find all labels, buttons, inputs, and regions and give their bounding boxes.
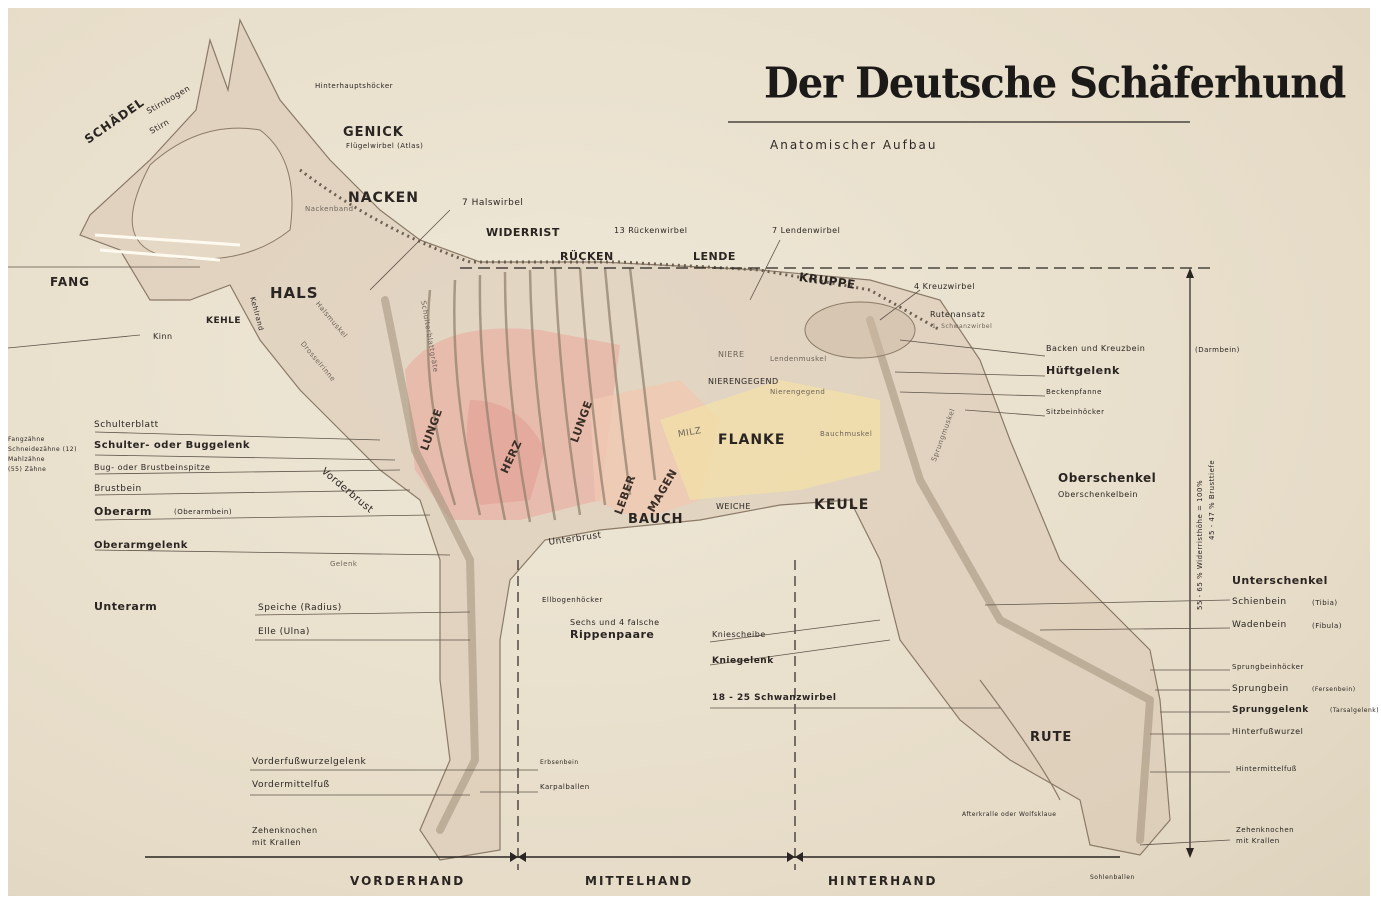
section-mittelhand: MITTELHAND <box>585 874 693 888</box>
label-sprungbeinhoecker: Sprungbeinhöcker <box>1232 663 1304 671</box>
label-ballen: Sohlenballen <box>1090 874 1135 881</box>
label-hueftgelenk: Hüftgelenk <box>1046 364 1120 377</box>
faint-gelenk: Gelenk <box>330 560 357 568</box>
label-oberschenkelbein: Oberschenkelbein <box>1058 490 1138 499</box>
faint-bauchmuskel: Bauchmuskel <box>820 430 872 438</box>
label-hintermittelfuss: Hintermittelfuß <box>1236 765 1297 773</box>
page-subtitle: Anatomischer Aufbau <box>770 138 937 152</box>
label-fluegelwirbel: Flügelwirbel (Atlas) <box>346 142 423 150</box>
label-schultergelenk: Schulter- oder Buggelenk <box>94 440 250 451</box>
label-darmbein: (Darmbein) <box>1195 346 1240 354</box>
label-schwanzwirbel: 18 - 25 Schwanzwirbel <box>712 693 836 703</box>
label-wadenbein: Wadenbein <box>1232 620 1287 630</box>
label-unterarm: Unterarm <box>94 600 157 613</box>
section-hinterhand: HINTERHAND <box>828 874 938 888</box>
faint-nierenmuskel: Nierengegend <box>770 388 825 396</box>
label-afterklaue: Afterkralle oder Wolfsklaue <box>962 811 1056 818</box>
label-schwanzwirbel1: 1. Schwanzwirbel <box>932 323 992 330</box>
label-nierengegend: NIERENGEGEND <box>708 377 779 386</box>
label-sprunggelenk: Sprunggelenk <box>1232 705 1309 715</box>
faint-nackenband: Nackenband <box>305 205 354 213</box>
label-kreuzwirbel: 4 Kreuzwirbel <box>914 282 975 291</box>
label-tarsal: (Tarsalgelenk) <box>1330 707 1379 714</box>
label-sitzbein: Sitzbeinhöcker <box>1046 408 1105 416</box>
label-halswirbel: 7 Halswirbel <box>462 198 523 208</box>
label-brusttiefe: 45 - 47 % Brusttiefe <box>1208 460 1216 540</box>
pelvis <box>805 302 915 358</box>
label-sprungbein: Sprungbein <box>1232 684 1289 694</box>
label-rippen-2: Rippenpaare <box>570 628 654 641</box>
label-keule: KEULE <box>814 497 869 513</box>
label-rute: RUTE <box>1030 730 1072 745</box>
label-vordermittelfuss: Vordermittelfuß <box>252 780 330 790</box>
label-oberarmbein: (Oberarmbein) <box>174 508 232 516</box>
label-schienbein: Schienbein <box>1232 597 1287 607</box>
label-karpalballen: Karpalballen <box>540 783 590 791</box>
label-oberarmgelenk: Oberarmgelenk <box>94 540 188 551</box>
label-rippen-1: Sechs und 4 falsche <box>570 618 660 627</box>
label-widerristhoehe: 55 - 65 % Widerristhöhe = 100% <box>1196 480 1204 610</box>
edge-label-d: (55) Zähne <box>8 466 46 473</box>
edge-label-c: Mahlzähne <box>8 456 45 463</box>
label-kniescheibe: Kniescheibe <box>712 630 766 639</box>
label-tibia: (Tibia) <box>1312 599 1338 607</box>
section-vorderhand: VORDERHAND <box>350 874 465 888</box>
page-title: Der Deutsche Schäferhund <box>764 59 1345 108</box>
label-nacken: NACKEN <box>348 190 419 206</box>
label-niere: NIERE <box>718 350 745 359</box>
label-hinterfusswurzel: Hinterfußwurzel <box>1232 727 1303 736</box>
label-widerrist: WIDERRIST <box>486 226 560 239</box>
label-fersenbein: (Fersenbein) <box>1312 686 1356 693</box>
label-ellbogenhoecker: Ellbogenhöcker <box>542 596 603 604</box>
label-lende: LENDE <box>693 250 736 263</box>
label-schulterblatt: Schulterblatt <box>94 420 159 430</box>
label-kinn: Kinn <box>153 332 173 341</box>
edge-label-a: Fangzähne <box>8 436 45 443</box>
label-zehenknochen-v1: Zehenknochen <box>252 826 318 835</box>
label-zehenknochen-h1: Zehenknochen <box>1236 826 1294 834</box>
label-speiche: Speiche (Radius) <box>258 603 342 613</box>
label-vorderfusswurzel: Vorderfußwurzelgelenk <box>252 757 366 767</box>
label-unterschenkel: Unterschenkel <box>1232 574 1328 587</box>
label-genick: GENICK <box>343 125 404 140</box>
label-oberarm: Oberarm <box>94 505 152 518</box>
label-elle: Elle (Ulna) <box>258 627 310 637</box>
label-erbsenbein: Erbsenbein <box>540 759 579 766</box>
label-bauch: BAUCH <box>628 512 684 527</box>
label-rueckenwirbel: 13 Rückenwirbel <box>614 226 688 235</box>
label-hals: HALS <box>270 284 319 302</box>
label-rutenansatz: Rutenansatz <box>930 310 985 319</box>
label-hinterhaupt: Hinterhauptshöcker <box>315 82 393 90</box>
label-lendenwirbel: 7 Lendenwirbel <box>772 226 840 235</box>
label-oberschenkel: Oberschenkel <box>1058 471 1156 485</box>
label-fang: FANG <box>50 275 90 289</box>
label-ruecken: RÜCKEN <box>560 250 614 263</box>
label-bugspitze: Bug- oder Brustbeinspitze <box>94 463 210 472</box>
edge-label-b: Schneidezähne (12) <box>8 446 77 453</box>
label-backen: Backen und Kreuzbein <box>1046 344 1145 353</box>
label-kehle: KEHLE <box>206 316 241 326</box>
label-beckenpfanne: Beckenpfanne <box>1046 388 1102 396</box>
label-flanke: FLANKE <box>718 432 785 448</box>
label-zehenknochen-v2: mit Krallen <box>252 838 301 847</box>
label-fibula: (Fibula) <box>1312 622 1342 630</box>
label-zehenknochen-h2: mit Krallen <box>1236 837 1280 845</box>
faint-lendenmuskel: Lendenmuskel <box>770 355 827 363</box>
label-kniegelenk: Kniegelenk <box>712 656 774 666</box>
label-brustbein: Brustbein <box>94 484 142 494</box>
label-weiche: WEICHE <box>716 502 751 511</box>
